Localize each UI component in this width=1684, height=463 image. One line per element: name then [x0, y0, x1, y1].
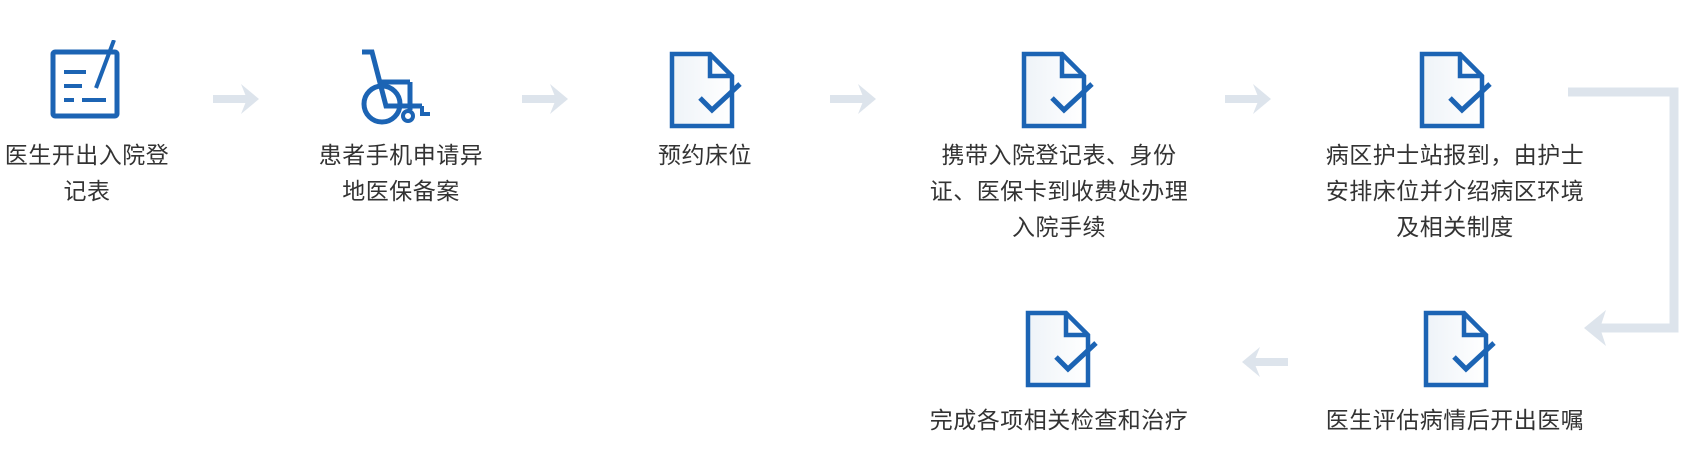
document-check-icon: [666, 50, 750, 134]
wheelchair-icon: [358, 48, 442, 132]
arrow-right-icon: [213, 84, 261, 114]
step-label: 携带入院登记表、身份证、医保卡到收费处办理入院手续: [929, 143, 1189, 241]
step-label: 预约床位: [658, 143, 752, 169]
step-label: 患者手机申请异地医保备案: [318, 143, 484, 205]
document-check-icon: [1416, 50, 1500, 134]
document-check-icon: [1018, 50, 1102, 134]
elbow-arrow-icon: [1560, 84, 1684, 354]
step-admission-procedures: 携带入院登记表、身份证、医保卡到收费处办理入院手续: [924, 40, 1194, 260]
form-sign-icon: [48, 40, 132, 124]
step-ward-check-in: 病区护士站报到，由护士安排床位并介绍病区环境及相关制度: [1320, 40, 1590, 260]
arrow-right-icon: [522, 84, 570, 114]
step-book-bed: 预约床位: [620, 40, 790, 220]
step-register-form: 医生开出入院登记表: [0, 40, 180, 220]
step-label: 病区护士站报到，由护士安排床位并介绍病区环境及相关制度: [1325, 143, 1585, 241]
arrow-right-icon: [1225, 84, 1273, 114]
arrow-left-icon: [1240, 347, 1288, 377]
arrow-right-icon: [830, 84, 878, 114]
step-label: 医生开出入院登记表: [4, 143, 170, 205]
step-doctor-orders: 医生评估病情后开出医嘱: [1320, 305, 1590, 463]
step-label: 医生评估病情后开出医嘱: [1325, 408, 1585, 434]
step-examinations-treatment: 完成各项相关检查和治疗: [924, 305, 1194, 463]
step-medical-insurance-filing: 患者手机申请异地医保备案: [306, 40, 496, 220]
document-check-icon: [1420, 309, 1504, 393]
step-label: 完成各项相关检查和治疗: [929, 408, 1189, 434]
document-check-icon: [1022, 309, 1106, 393]
